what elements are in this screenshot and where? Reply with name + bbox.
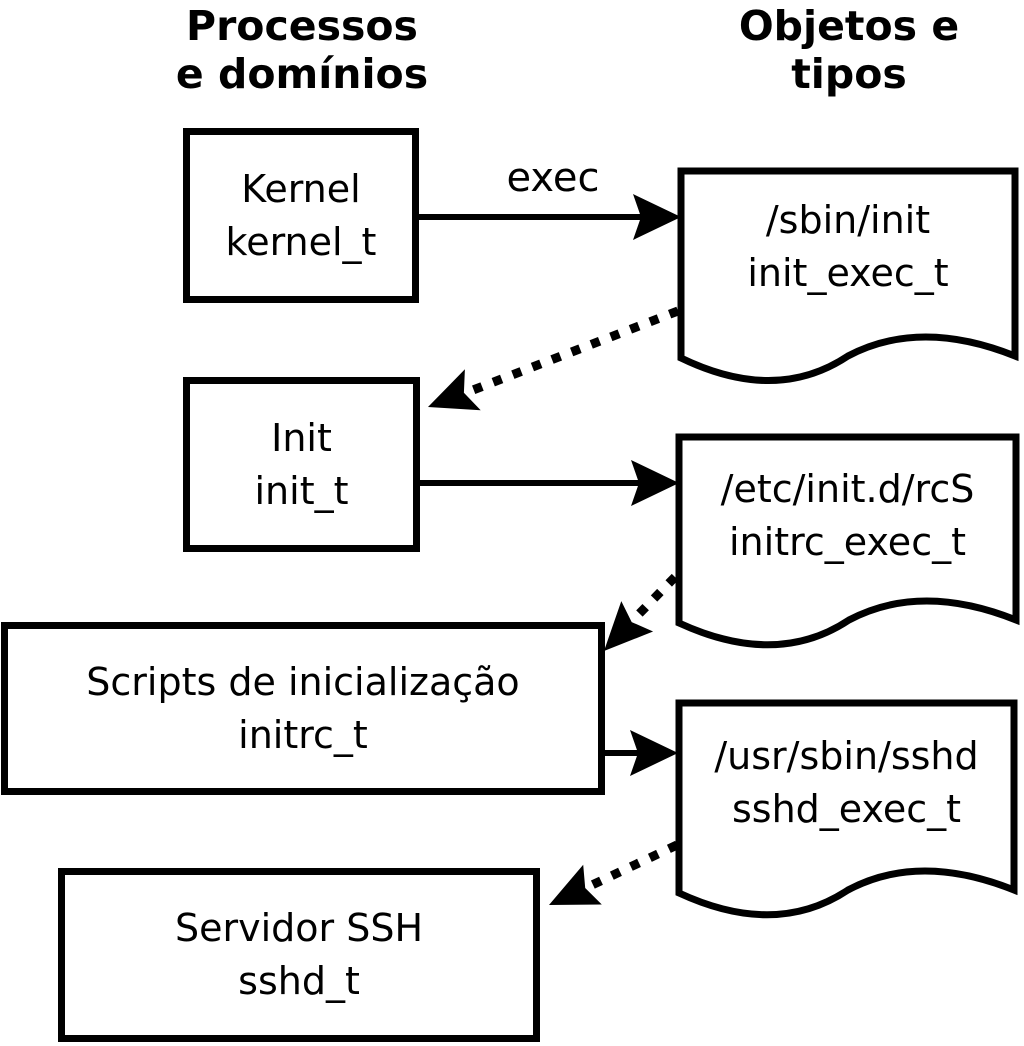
- process-name: Servidor SSH: [174, 906, 424, 950]
- process-box-init: Init init_t: [183, 377, 420, 552]
- transition-arrow-initrc-exec-to-initrc: [604, 573, 679, 651]
- object-type: initrc_exec_t: [729, 519, 966, 564]
- exec-arrow-label: exec: [506, 155, 600, 201]
- document-shape-sshd-exec: [675, 699, 1018, 919]
- column-heading-objects: Objetos e tipos: [639, 2, 1024, 98]
- arrow-initrc-to-usr-sbin-sshd: [600, 730, 678, 776]
- process-domain: sshd_t: [238, 959, 360, 1003]
- transition-arrow-init-exec-to-init: [428, 306, 680, 411]
- document-shape-init-exec: [677, 167, 1019, 384]
- object-label-etc-initd-rcs: /etc/init.d/rcS initrc_exec_t: [679, 437, 1016, 594]
- column-heading-processes: Processos e domínios: [92, 2, 512, 98]
- arrow-init-to-etc-initd-rcs: [418, 460, 679, 506]
- process-domain: init_t: [254, 468, 349, 513]
- process-name: Scripts de inicialização: [86, 659, 520, 704]
- object-label-usr-sbin-sshd: /usr/sbin/sshd sshd_exec_t: [679, 703, 1014, 863]
- process-domain: kernel_t: [225, 219, 377, 264]
- heading-line: tipos: [791, 50, 907, 98]
- process-box-kernel: Kernel kernel_t: [183, 128, 419, 303]
- process-domain: initrc_t: [238, 712, 368, 757]
- object-label-sbin-init: /sbin/init init_exec_t: [681, 171, 1015, 323]
- arrow-kernel-to-sbin-init: [417, 194, 681, 240]
- process-box-sshd: Servidor SSH sshd_t: [58, 868, 540, 1042]
- heading-line: e domínios: [175, 50, 429, 98]
- object-path: /etc/init.d/rcS: [720, 466, 975, 511]
- process-box-initrc: Scripts de inicialização initrc_t: [1, 622, 605, 795]
- object-type: init_exec_t: [747, 251, 949, 295]
- object-path: /sbin/init: [765, 198, 931, 242]
- object-type: sshd_exec_t: [731, 787, 961, 831]
- heading-line: Objetos e: [738, 2, 960, 50]
- document-shape-initrc-exec: [675, 433, 1020, 649]
- process-name: Init: [271, 415, 332, 460]
- transition-arrow-sshd-exec-to-sshd: [549, 840, 679, 905]
- heading-line: Processos: [186, 2, 418, 50]
- object-path: /usr/sbin/sshd: [714, 734, 979, 778]
- process-name: Kernel: [241, 166, 361, 211]
